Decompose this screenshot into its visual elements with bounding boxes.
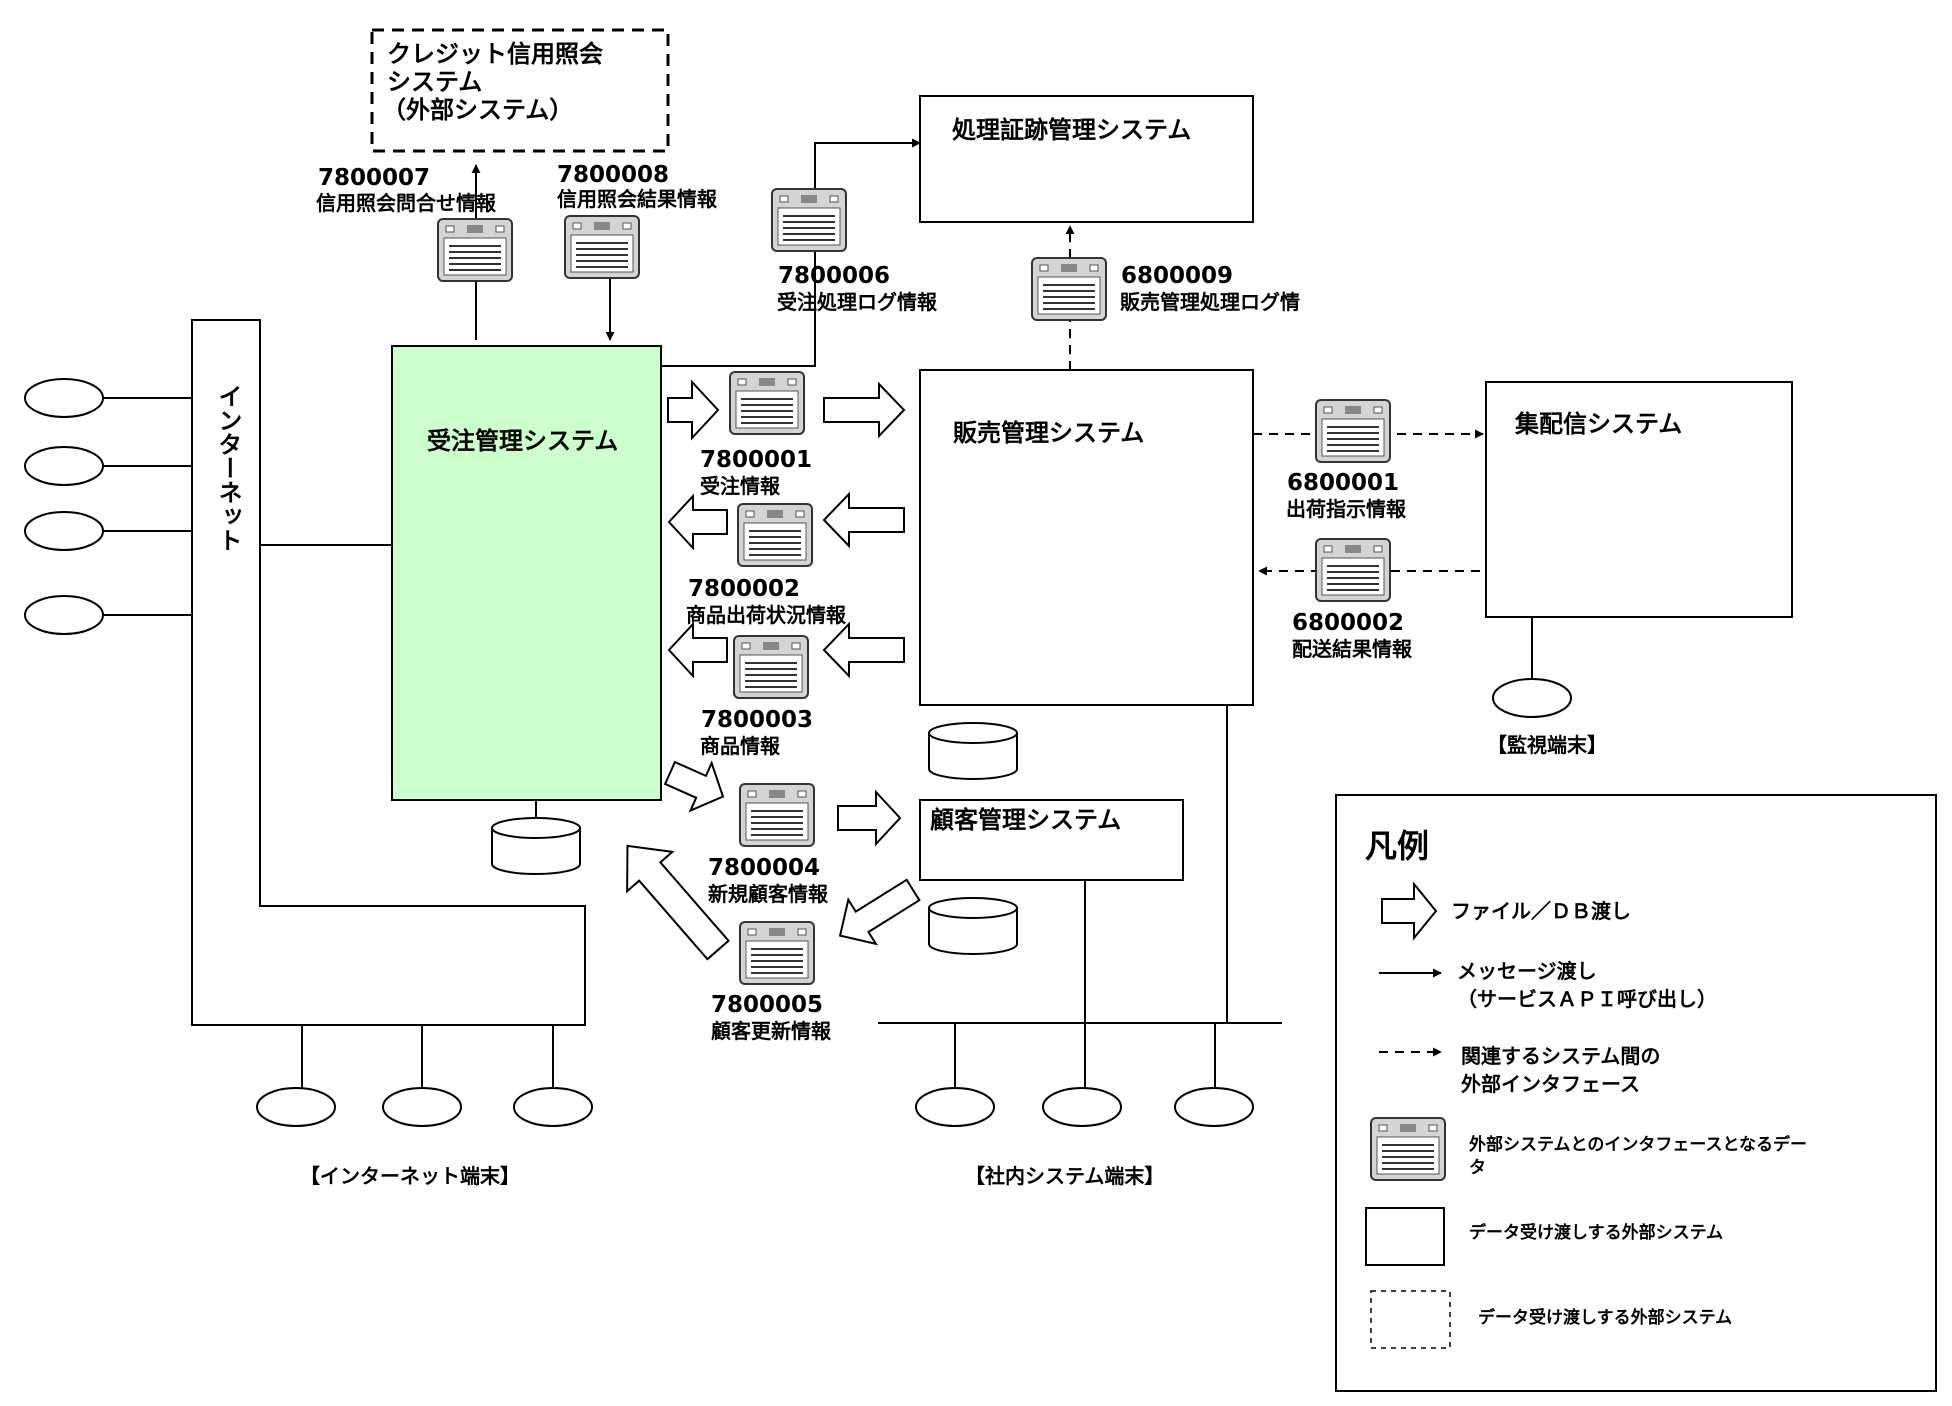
terminal-icon[interactable]: [24, 446, 104, 486]
interface-name: 信用照会問合せ情報: [316, 191, 497, 215]
interface-name: 信用照会結果情報: [557, 187, 718, 211]
customer-system-title: 顧客管理システム: [930, 806, 1121, 834]
interface-name: 出荷指示情報: [1286, 497, 1407, 521]
delivery-system-box[interactable]: [1485, 381, 1793, 618]
terminal-icon[interactable]: [24, 511, 104, 551]
internal-terminals: [915, 1087, 1254, 1127]
terminal-icon[interactable]: [1042, 1087, 1122, 1127]
legend-document-icon: [1370, 1117, 1446, 1181]
legend-file-arrow-icon: [1381, 881, 1438, 941]
terminal-icon[interactable]: [382, 1087, 462, 1127]
terminal-icon[interactable]: [24, 378, 104, 418]
interface-name: 販売管理処理ログ情: [1120, 290, 1300, 314]
internet-network: [100, 319, 586, 1090]
monitor-terminal-label: 【監視端末】: [1487, 733, 1607, 757]
interface-code: 7800006: [778, 263, 890, 289]
legend-related-label-line2: 外部インタフェース: [1461, 1072, 1640, 1096]
interface-code: 7800008: [557, 162, 669, 188]
monitor-terminal-icon[interactable]: [1492, 678, 1572, 718]
interface-code: 7800007: [318, 165, 430, 191]
internal-terminals-label: 【社内システム端末】: [965, 1164, 1164, 1188]
interface-name: 受注情報: [700, 474, 781, 498]
sales-system-title: 販売管理システム: [953, 419, 1144, 447]
document-icon[interactable]: [729, 371, 805, 435]
interface-code: 7800002: [688, 576, 800, 602]
internal-network: [878, 705, 1282, 1090]
sales-db-icon[interactable]: [928, 722, 1018, 780]
credit-system-title-line1: クレジット信用照会: [387, 40, 603, 68]
interface-name: 商品出荷状況情報: [686, 603, 847, 627]
document-icon[interactable]: [739, 921, 815, 985]
terminal-icon[interactable]: [24, 595, 104, 635]
legend-external-solid-label: データ受け渡しする外部システム: [1469, 1222, 1723, 1243]
credit-system-box[interactable]: [370, 28, 670, 153]
audit-system-box[interactable]: [919, 95, 1254, 223]
terminal-icon[interactable]: [256, 1087, 336, 1127]
file-transfer-arrows: [626, 379, 921, 961]
legend-message-label-line1: メッセージ渡し: [1457, 959, 1597, 983]
document-icon[interactable]: [737, 503, 813, 567]
interface-code: 6800002: [1292, 610, 1404, 636]
credit-system-title-line3: （外部システム）: [382, 96, 573, 124]
document-icon[interactable]: [739, 783, 815, 847]
legend-message-label-line2: （サービスＡＰＩ呼び出し）: [1457, 987, 1717, 1011]
interface-name: 商品情報: [700, 734, 781, 758]
legend-dashed-system-icon: [1370, 1290, 1451, 1349]
internet-terminals-label: 【インターネット端末】: [300, 1164, 520, 1188]
legend-related-label-line1: 関連するシステム間の: [1461, 1044, 1660, 1068]
document-icon[interactable]: [1315, 538, 1391, 602]
interface-code: 7800004: [708, 855, 820, 881]
interface-name: 受注処理ログ情報: [777, 290, 938, 314]
document-icon[interactable]: [564, 215, 640, 279]
interface-name: 配送結果情報: [1292, 637, 1413, 661]
document-icon[interactable]: [1031, 257, 1107, 321]
legend-solid-system-icon: [1365, 1207, 1445, 1266]
audit-system-title: 処理証跡管理システム: [952, 116, 1191, 144]
terminal-icon[interactable]: [513, 1087, 593, 1127]
order-system-box[interactable]: [391, 345, 662, 801]
customer-system-box[interactable]: [919, 799, 1184, 881]
terminal-icon[interactable]: [915, 1087, 995, 1127]
legend-interface-data-label-line1: 外部システムとのインタフェースとなるデー: [1469, 1134, 1807, 1155]
interface-code: 7800001: [700, 447, 812, 473]
document-icon[interactable]: [733, 635, 809, 699]
legend-title: 凡例: [1365, 827, 1429, 865]
interface-code: 7800005: [711, 992, 823, 1018]
order-system-title: 受注管理システム: [427, 427, 618, 455]
internet-label: インターネット: [214, 384, 242, 552]
credit-system-title-line2: システム: [387, 68, 482, 96]
interface-code: 7800003: [701, 707, 813, 733]
terminal-icon[interactable]: [1174, 1087, 1254, 1127]
document-icon[interactable]: [771, 188, 847, 252]
document-icon[interactable]: [437, 218, 513, 282]
interface-code: 6800009: [1121, 263, 1233, 289]
sales-system-box[interactable]: [919, 369, 1254, 706]
legend-interface-data-label-line2: タ: [1469, 1158, 1486, 1178]
document-icon[interactable]: [1315, 399, 1391, 463]
order-db-icon[interactable]: [491, 817, 581, 875]
delivery-system-title: 集配信システム: [1514, 410, 1682, 438]
interface-code: 6800001: [1287, 470, 1399, 496]
legend-file-db-label: ファイル／ＤＢ渡し: [1451, 899, 1631, 923]
customer-db-icon[interactable]: [928, 897, 1018, 955]
interface-name: 顧客更新情報: [711, 1019, 832, 1043]
internet-terminals: [24, 378, 593, 1127]
interface-name: 新規顧客情報: [708, 882, 829, 906]
legend-external-dashed-label: データ受け渡しする外部システム: [1478, 1307, 1732, 1328]
